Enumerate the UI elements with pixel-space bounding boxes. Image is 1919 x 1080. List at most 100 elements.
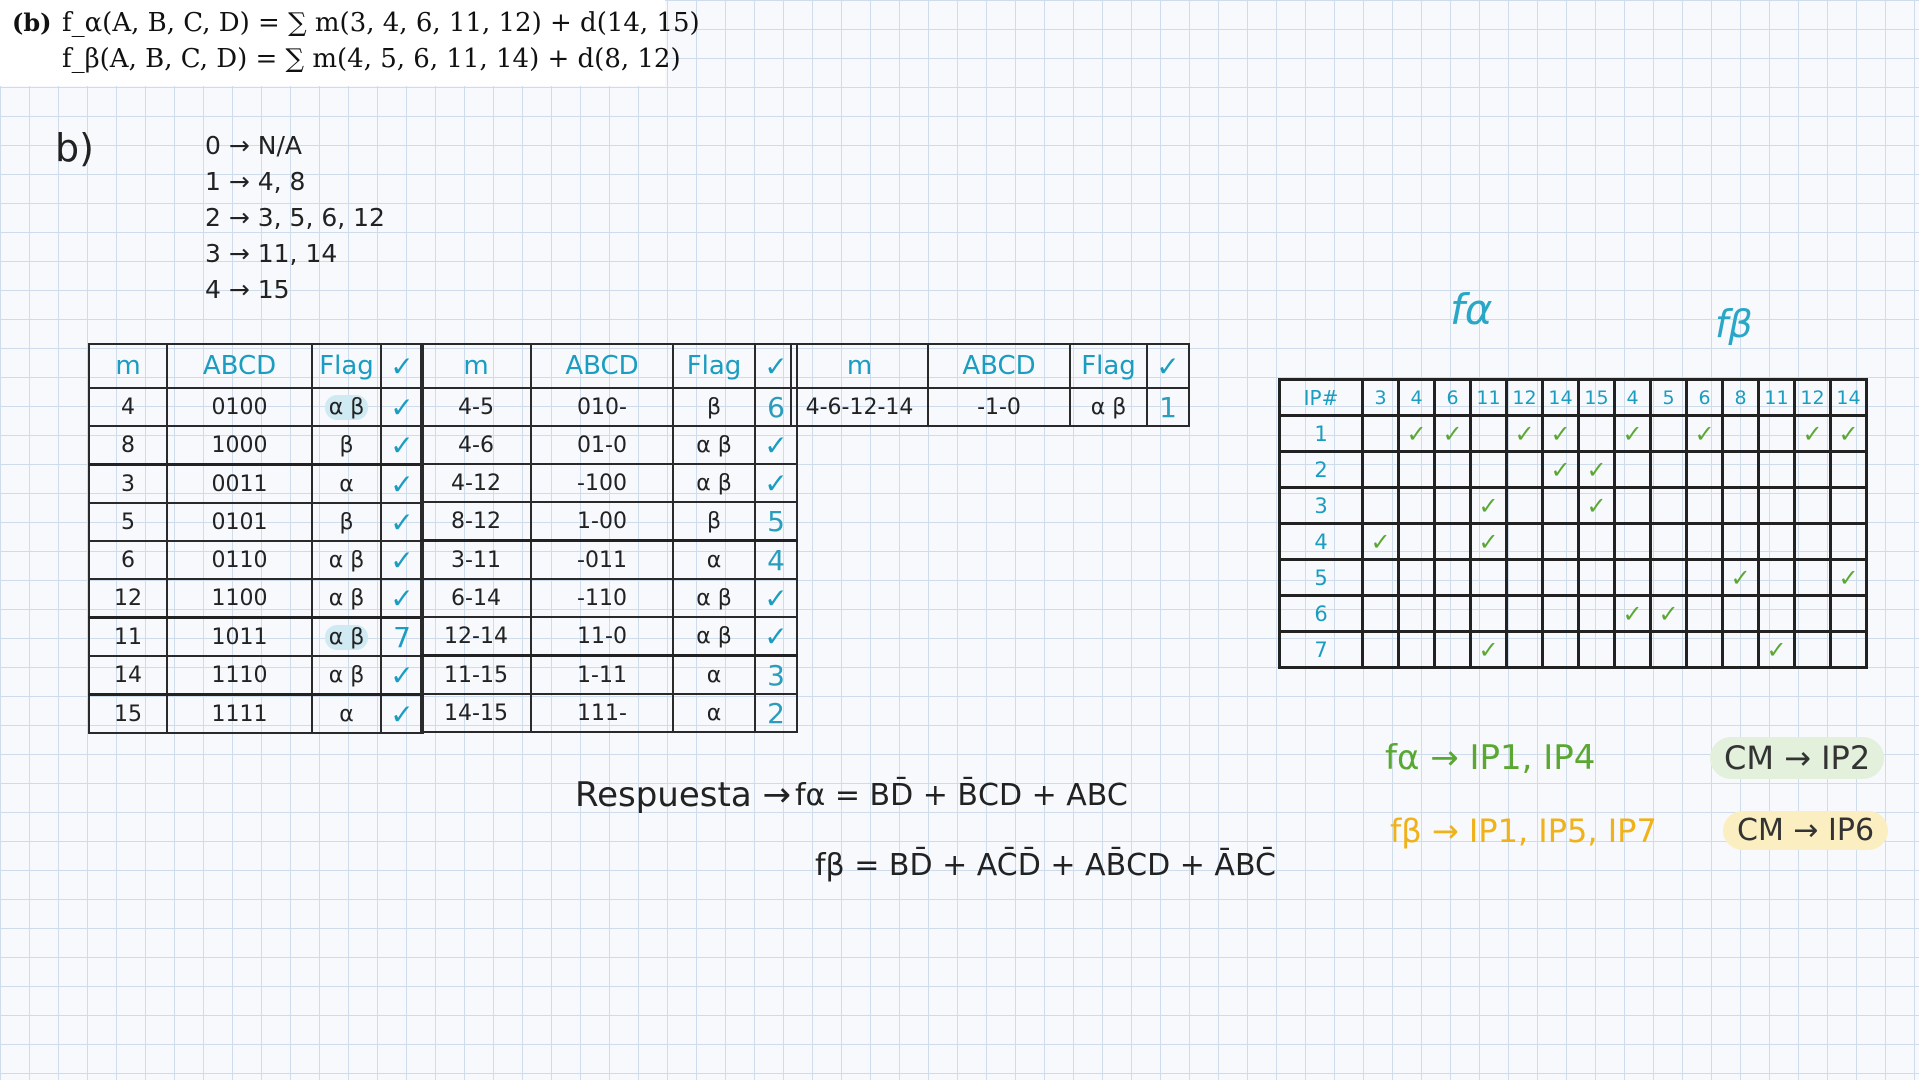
chart-cell	[1505, 522, 1544, 561]
col-m-header: m	[88, 343, 168, 389]
chart-column-header: 14	[1829, 378, 1868, 417]
table-row: 15 1111 α ✓	[88, 693, 424, 734]
chart-cell	[1433, 558, 1472, 597]
chart-column-header: 8	[1721, 378, 1760, 417]
group-line: 2 → 3, 5, 6, 12	[205, 203, 385, 232]
chart-cell	[1649, 486, 1688, 525]
chart-cell	[1757, 558, 1796, 597]
chart-cell: ✓	[1505, 414, 1544, 453]
chart-column-header: 4	[1613, 378, 1652, 417]
cell-flag: α β	[672, 463, 756, 503]
chart-cell	[1757, 450, 1796, 489]
cell-abcd: -1-0	[927, 387, 1071, 427]
chart-cell: ✓	[1577, 486, 1616, 525]
chart-row: 4✓✓	[1278, 522, 1868, 561]
cell-flag: β	[672, 501, 756, 542]
problem-statement: (b) f_α(A, B, C, D) = ∑ m(3, 4, 6, 11, 1…	[0, 0, 700, 86]
ip-number: 1	[1278, 414, 1364, 453]
cell-flag: β	[311, 425, 382, 466]
cell-m: 3-11	[420, 539, 532, 580]
check-mark: ✓	[754, 463, 798, 503]
chart-row: 5✓✓	[1278, 558, 1868, 597]
ones-count-groups: 0 → N/A 1 → 4, 8 2 → 3, 5, 6, 12 3 → 11,…	[205, 128, 385, 308]
chart-cell	[1721, 450, 1760, 489]
chart-cell	[1649, 450, 1688, 489]
chart-cell	[1721, 594, 1760, 633]
cell-flag: α β	[672, 578, 756, 618]
check-mark: ✓	[380, 463, 424, 504]
cell-m: 8-12	[420, 501, 532, 542]
chart-cell: ✓	[1721, 558, 1760, 597]
table-header-row: m ABCD Flag ✓	[88, 343, 424, 389]
cell-abcd: 1011	[166, 616, 313, 657]
chart-cell	[1505, 594, 1544, 633]
chart-column-header: 3	[1361, 378, 1400, 417]
chart-cell	[1541, 486, 1580, 525]
col-abcd-header: ABCD	[927, 343, 1071, 389]
chart-cell	[1397, 630, 1436, 669]
chart-cell: ✓	[1469, 630, 1508, 669]
chart-cell	[1793, 522, 1832, 561]
cell-flag: β	[672, 387, 756, 427]
chart-column-header: 12	[1793, 378, 1832, 417]
col-abcd-header: ABCD	[166, 343, 313, 389]
check-mark: ✓	[380, 502, 424, 542]
check-mark: ✓	[754, 578, 798, 618]
chart-cell	[1577, 414, 1616, 453]
table-row: 6-14 -110 α β ✓	[420, 578, 798, 618]
cell-abcd: 0101	[166, 502, 313, 542]
table-row: 4-5 010- β 6	[420, 387, 798, 427]
ip-number: 4	[1278, 522, 1364, 561]
chart-column-header: 11	[1469, 378, 1508, 417]
chart-cell	[1793, 486, 1832, 525]
cell-flag: α β	[672, 425, 756, 465]
chart-cell	[1505, 630, 1544, 669]
chart-cell	[1469, 450, 1508, 489]
cell-flag: α β	[311, 540, 382, 580]
cell-abcd: 1-00	[530, 501, 674, 542]
chart-cell	[1757, 414, 1796, 453]
check-mark: ✓	[380, 578, 424, 619]
cell-abcd: 0011	[166, 463, 313, 504]
chart-column-header: 14	[1541, 378, 1580, 417]
f-alpha-label: fα	[1450, 285, 1493, 334]
chart-column-header: 11	[1757, 378, 1796, 417]
chart-cell	[1613, 558, 1652, 597]
table-row: 5 0101 β ✓	[88, 502, 424, 542]
chart-cell	[1505, 450, 1544, 489]
chart-cell	[1433, 486, 1472, 525]
problem-f-beta: f_β(A, B, C, D) = ∑ m(4, 5, 6, 11, 14) +…	[62, 44, 681, 74]
chart-cell: ✓	[1433, 414, 1472, 453]
chart-cell: ✓	[1541, 450, 1580, 489]
col-flag-header: Flag	[1069, 343, 1148, 389]
col-flag-header: Flag	[311, 343, 382, 389]
table-row: 3-11 -011 α 4	[420, 539, 798, 580]
chart-cell	[1577, 594, 1616, 633]
cell-m: 4	[88, 387, 168, 427]
chart-cell: ✓	[1613, 414, 1652, 453]
answer-f-alpha: fα = BD̄ + B̄CD + ABC	[795, 778, 1128, 813]
check-mark: ✓	[754, 425, 798, 465]
chart-cell	[1613, 450, 1652, 489]
group-line: 3 → 11, 14	[205, 239, 338, 268]
chart-cell	[1541, 630, 1580, 669]
prime-implicant-number: 3	[754, 654, 798, 695]
chart-row: 6✓✓	[1278, 594, 1868, 633]
ip-header: IP#	[1278, 378, 1364, 417]
chart-cell: ✓	[1649, 594, 1688, 633]
cell-m: 14	[88, 655, 168, 696]
cell-abcd: 1110	[166, 655, 313, 696]
chart-cell	[1433, 522, 1472, 561]
chart-cell	[1793, 630, 1832, 669]
cell-m: 15	[88, 693, 168, 734]
chart-cell	[1433, 450, 1472, 489]
chart-cell	[1397, 594, 1436, 633]
chart-cell	[1361, 630, 1400, 669]
table-row: 8 1000 β ✓	[88, 425, 424, 466]
cell-flag: α	[672, 539, 756, 580]
check-mark: ✓	[380, 655, 424, 696]
table-row: 4-6-12-14 -1-0 α β 1	[790, 387, 1190, 427]
chart-cell	[1361, 486, 1400, 525]
table-row: 11 1011 α β 7	[88, 616, 424, 657]
col-m-header: m	[420, 343, 532, 389]
